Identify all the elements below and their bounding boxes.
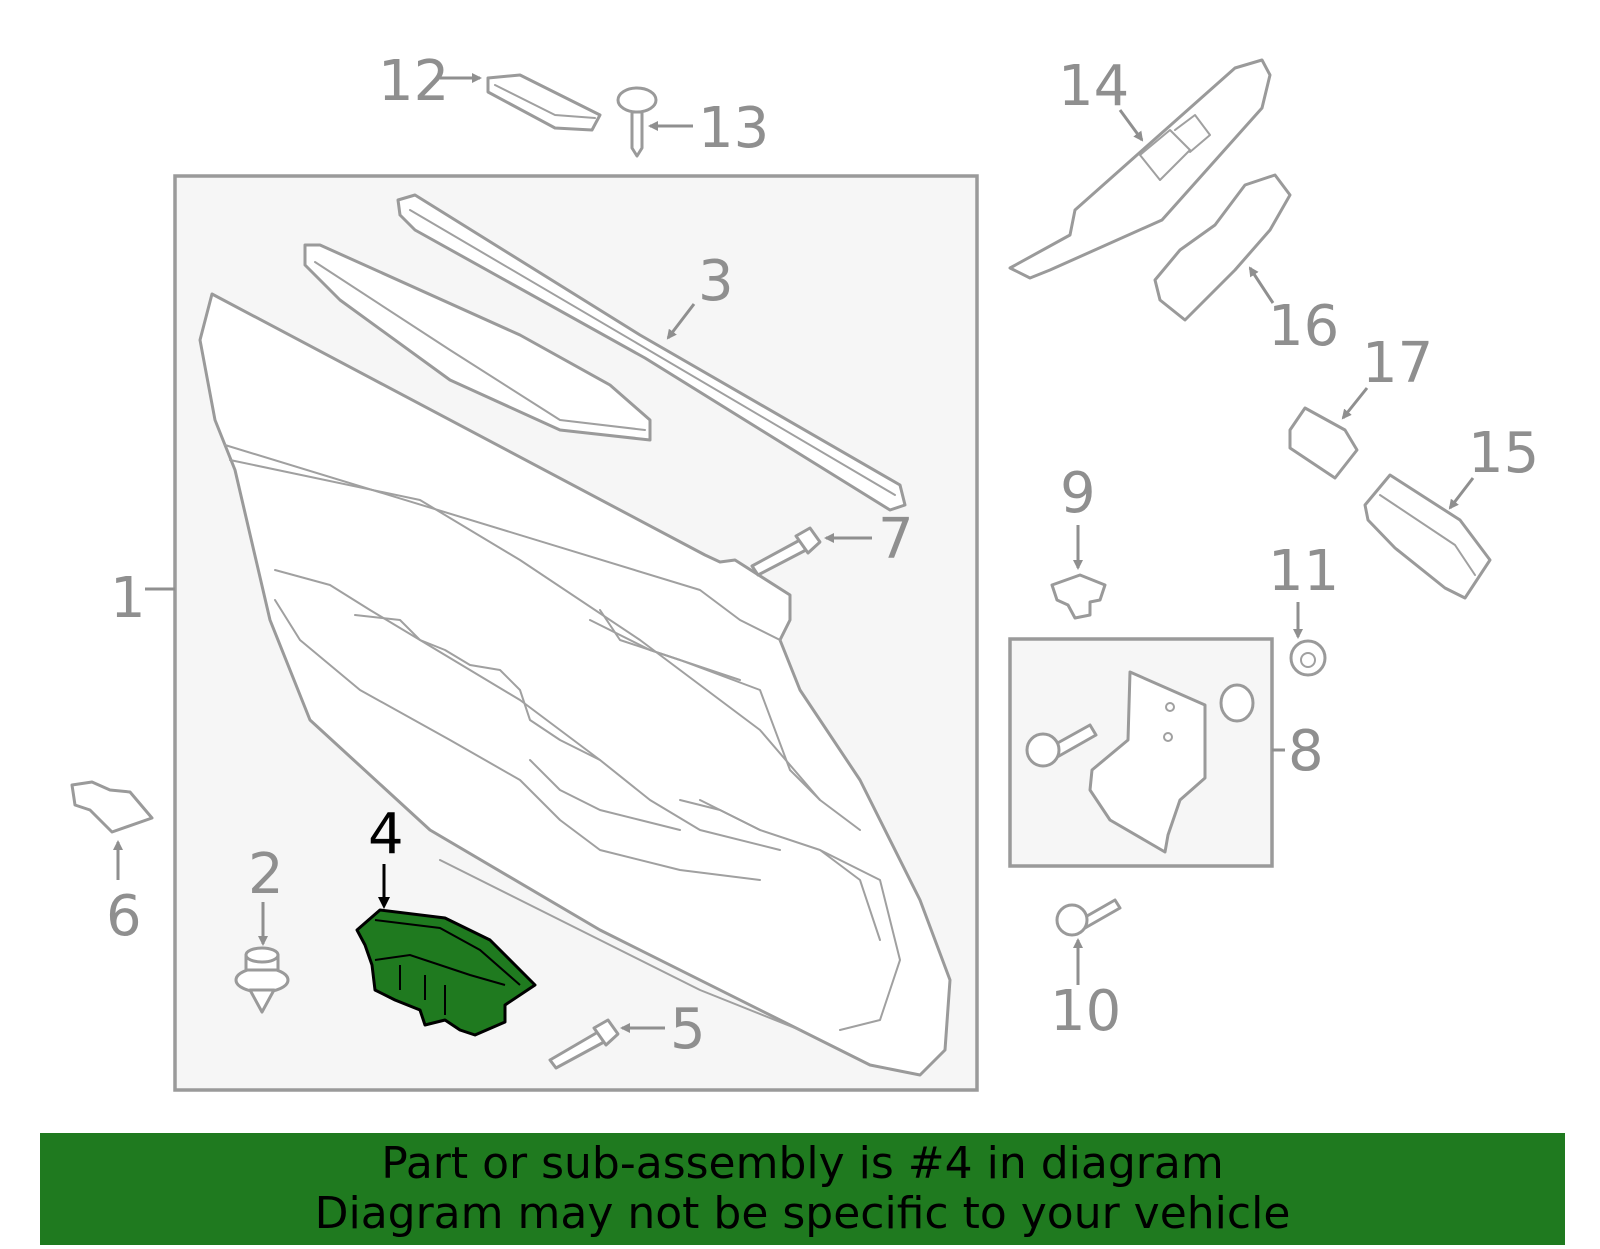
banner-line-disclaimer: Diagram may not be specific to your vehi… xyxy=(314,1188,1291,1239)
callout-8: 8 xyxy=(1288,719,1324,784)
leader-14 xyxy=(1118,109,1144,142)
part-8-bracket-assembly[interactable] xyxy=(1025,670,1255,854)
part-5-screw[interactable] xyxy=(548,1018,620,1070)
callout-7: 7 xyxy=(878,507,914,572)
part-4-storage-pocket[interactable] xyxy=(355,908,537,1037)
callout-17: 17 xyxy=(1362,331,1433,396)
callout-6: 6 xyxy=(106,884,142,949)
leader-15 xyxy=(1448,477,1475,510)
part-9-nut[interactable] xyxy=(1050,573,1107,620)
callout-16: 16 xyxy=(1268,294,1339,359)
callout-15: 15 xyxy=(1468,421,1539,486)
part-3-weatherstrip[interactable] xyxy=(396,193,907,512)
callout-12: 12 xyxy=(378,49,449,114)
leader-16 xyxy=(1248,266,1275,304)
part-12-trim-piece[interactable] xyxy=(486,73,602,132)
leader-17 xyxy=(1341,387,1369,420)
callout-4: 4 xyxy=(368,802,404,867)
part-11-grommet[interactable] xyxy=(1289,639,1327,677)
part-15-switch[interactable] xyxy=(1363,473,1492,600)
upper-trim-strip[interactable] xyxy=(303,243,652,442)
part-6-bracket[interactable] xyxy=(70,780,154,834)
part-16-switch-bracket[interactable] xyxy=(1153,173,1292,322)
callout-5: 5 xyxy=(670,997,706,1062)
callout-9: 9 xyxy=(1060,461,1096,526)
callout-2: 2 xyxy=(248,842,284,907)
part-2-push-clip[interactable] xyxy=(234,946,290,1014)
callout-14: 14 xyxy=(1058,54,1129,119)
callout-1: 1 xyxy=(110,566,146,631)
callout-11: 11 xyxy=(1268,539,1339,604)
part-10-screw[interactable] xyxy=(1055,898,1122,937)
info-banner: Part or sub-assembly is #4 in diagram Di… xyxy=(40,1133,1565,1245)
callout-13: 13 xyxy=(698,96,769,161)
part-17-switch[interactable] xyxy=(1288,406,1359,480)
callout-3: 3 xyxy=(698,249,734,314)
part-14-switch-bezel[interactable] xyxy=(1008,58,1272,280)
part-7-screw[interactable] xyxy=(750,526,822,577)
banner-line-part: Part or sub-assembly is #4 in diagram xyxy=(381,1138,1224,1189)
leader-3 xyxy=(666,303,696,340)
part-13-screw[interactable] xyxy=(616,86,658,158)
part-1-door-trim-panel[interactable] xyxy=(198,292,952,1077)
callout-10: 10 xyxy=(1050,979,1121,1044)
